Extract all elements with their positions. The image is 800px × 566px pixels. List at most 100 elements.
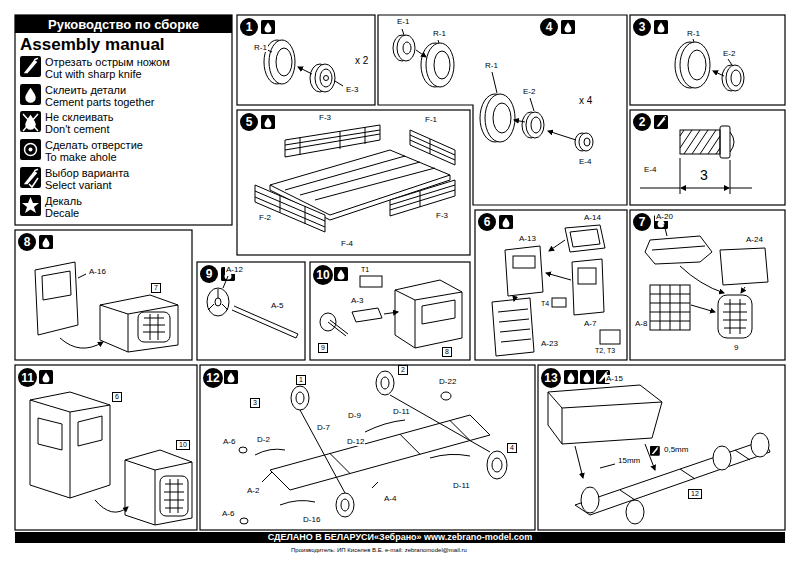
part-drawings — [372, 482, 378, 488]
step-icons — [39, 370, 53, 384]
part-drawings — [438, 40, 439, 43]
part-drawings — [160, 476, 188, 516]
panel-frames — [15, 365, 197, 530]
part-drawings — [315, 64, 335, 92]
part-drawings — [239, 447, 247, 453]
part-drawings — [493, 103, 511, 133]
step-icons — [564, 370, 578, 384]
step-number-text: 4 — [546, 21, 553, 33]
step-icons — [39, 20, 668, 456]
panel-frames — [538, 365, 785, 530]
panel-frames — [237, 15, 375, 105]
part-drawings — [548, 392, 662, 444]
part-label: A-23 — [540, 340, 559, 348]
step-circle — [200, 265, 218, 283]
part-label: R-1 — [253, 44, 268, 52]
part-drawings — [381, 377, 389, 389]
part-drawings — [680, 266, 724, 293]
part-label: A-20 — [655, 213, 674, 221]
part-drawings — [395, 290, 462, 348]
title-band: СДЕЛАНО В БЕЛАРУСИ«Зебрано» www.zebrano-… — [15, 532, 785, 543]
part-drawings — [276, 48, 292, 76]
part-drawings — [720, 126, 730, 158]
part-label: F-3 — [318, 114, 332, 122]
part-label: E-2 — [522, 88, 536, 96]
part-drawings — [485, 94, 515, 142]
part-drawings — [100, 305, 178, 352]
part-label: A-5 — [270, 302, 284, 310]
part-drawings — [298, 67, 312, 74]
step-number: 7 — [633, 213, 651, 231]
part-label: x 4 — [578, 96, 593, 106]
callout-box: 9 — [318, 343, 328, 353]
part-drawings — [693, 39, 694, 42]
part-label: E-1 — [396, 18, 410, 26]
legend-text: Select variant — [45, 179, 112, 191]
part-drawings — [285, 127, 380, 155]
step-number: 11 — [18, 368, 37, 387]
part-drawings — [728, 59, 732, 65]
part-drawings — [650, 285, 690, 330]
part-drawings — [645, 444, 655, 470]
part-label: x 2 — [354, 56, 369, 66]
part-label: R-1 — [484, 62, 499, 70]
part-drawings — [514, 297, 515, 301]
part-label: A-7 — [583, 320, 597, 328]
part-drawings — [300, 410, 345, 493]
part-drawings — [441, 392, 451, 400]
part-drawings — [78, 416, 102, 446]
part-label: D-16 — [302, 516, 321, 524]
part-drawings — [681, 188, 690, 189]
step-number-text: 7 — [639, 216, 646, 228]
part-drawings — [42, 271, 71, 300]
part-label: F-4 — [340, 240, 354, 248]
part-drawings — [395, 280, 462, 348]
step-icons — [261, 20, 275, 34]
part-drawings — [572, 259, 604, 315]
part-drawings — [492, 458, 502, 472]
step-number-text: 8 — [24, 236, 31, 248]
step-circle — [633, 213, 651, 231]
callout-box: 3 — [250, 398, 260, 408]
step-circle — [313, 265, 333, 285]
step-number: 4 — [540, 18, 558, 36]
part-label: D-22 — [438, 378, 457, 386]
panel-frames — [630, 110, 785, 205]
part-drawings — [713, 71, 724, 76]
step-circle — [478, 213, 496, 231]
callout-number: 7 — [154, 284, 158, 291]
part-drawings — [531, 117, 541, 133]
part-label: Производитель: ИП Киселев В.Е. e-mail: z… — [290, 547, 468, 553]
part-label: A-2 — [246, 487, 260, 495]
callout-box: 6 — [112, 392, 122, 402]
step-number: 2 — [633, 113, 651, 131]
part-drawings — [78, 274, 86, 278]
legend-text: Склеить детали — [45, 84, 126, 96]
part-drawings — [741, 287, 745, 293]
legend-icons — [20, 195, 41, 216]
part-drawings — [552, 298, 566, 307]
step-number-text: 9 — [206, 268, 213, 280]
part-label: R-1 — [686, 30, 701, 38]
part-drawings — [691, 305, 715, 312]
step-icons — [499, 215, 513, 229]
legend-icons — [20, 139, 41, 160]
legend-text: Не склеивать — [45, 111, 114, 123]
panel-frames — [15, 230, 192, 360]
step-circle — [240, 18, 258, 36]
part-drawings — [578, 268, 596, 284]
part-drawings — [352, 308, 382, 322]
manual-title: Assembly manual — [20, 36, 165, 53]
step-circle — [633, 113, 651, 131]
step-number: 9 — [200, 265, 218, 283]
part-label: 15mm — [617, 457, 641, 465]
legend-text: Cement parts together — [45, 96, 154, 108]
panel-frames — [475, 210, 627, 360]
part-drawings — [335, 81, 343, 86]
step-number: 13 — [541, 368, 561, 388]
step-number: 3 — [633, 18, 651, 36]
part-drawings — [430, 454, 470, 458]
part-drawings — [718, 295, 752, 338]
part-drawings — [262, 472, 272, 482]
panel-frames — [200, 365, 535, 530]
